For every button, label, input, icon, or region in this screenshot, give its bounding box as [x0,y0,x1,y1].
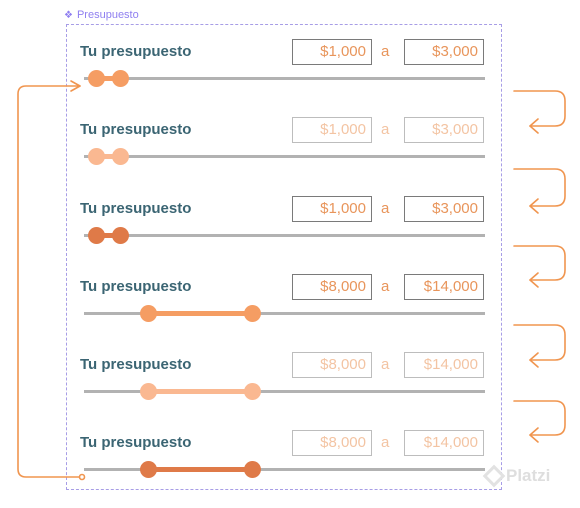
watermark-text: Platzi [506,466,551,485]
budget-range-state-5: Tu presupuesto $8,000 a $14,000 [0,352,580,430]
component-label: ❖ Presupuesto [64,9,139,21]
budget-title: Tu presupuesto [80,121,192,138]
slider-selected-range [96,154,121,159]
min-slider-handle[interactable] [139,383,157,400]
slider-selected-range [96,233,121,238]
slider-track[interactable] [84,155,485,158]
min-price-field[interactable]: $8,000 [292,430,372,456]
range-separator: a [381,356,390,373]
slider-track[interactable] [84,312,485,315]
budget-range-state-4: Tu presupuesto $8,000 a $14,000 [0,274,580,352]
min-price-field[interactable]: $8,000 [292,352,372,378]
component-name: Presupuesto [76,9,139,21]
min-price-field[interactable]: $1,000 [292,196,372,222]
budget-range-state-2: Tu presupuesto $1,000 a $3,000 [0,117,580,195]
flow-arrow-3 [513,245,566,281]
range-separator: a [381,121,390,138]
max-slider-handle[interactable] [243,305,261,322]
min-slider-handle[interactable] [87,148,105,165]
slider-track[interactable] [84,468,485,471]
range-separator: a [381,43,390,60]
range-separator: a [381,434,390,451]
budget-title: Tu presupuesto [80,200,192,217]
platzi-watermark: Platzi [482,464,551,488]
platzi-logo-icon [482,464,506,488]
range-separator: a [381,278,390,295]
slider-track[interactable] [84,234,485,237]
max-price-field[interactable]: $14,000 [404,352,484,378]
budget-title: Tu presupuesto [80,356,192,373]
slider-track[interactable] [84,77,485,80]
slider-selected-range [148,467,253,472]
flow-arrow-2 [513,168,566,207]
flow-arrow-1 [513,90,566,127]
min-slider-handle[interactable] [139,305,157,322]
budget-range-state-3: Tu presupuesto $1,000 a $3,000 [0,196,580,274]
budget-range-state-6: Tu presupuesto $8,000 a $14,000 [0,430,580,508]
component-frame [66,24,502,490]
max-price-field[interactable]: $3,000 [404,39,484,65]
slider-selected-range [148,311,253,316]
max-price-field[interactable]: $3,000 [404,196,484,222]
min-price-field[interactable]: $1,000 [292,39,372,65]
slider-selected-range [96,76,121,81]
max-slider-handle[interactable] [111,227,129,244]
max-price-field[interactable]: $14,000 [404,430,484,456]
budget-title: Tu presupuesto [80,43,192,60]
min-slider-handle[interactable] [87,70,105,87]
budget-range-state-1: Tu presupuesto $1,000 a $3,000 [0,39,580,117]
loop-back-arrow [17,85,85,478]
slider-track[interactable] [84,390,485,393]
max-slider-handle[interactable] [243,461,261,478]
range-separator: a [381,200,390,217]
component-icon: ❖ [64,9,73,21]
max-price-field[interactable]: $14,000 [404,274,484,300]
flow-arrow-5 [513,400,566,436]
max-slider-handle[interactable] [243,383,261,400]
budget-title: Tu presupuesto [80,278,192,295]
max-slider-handle[interactable] [111,148,129,165]
min-slider-handle[interactable] [87,227,105,244]
min-price-field[interactable]: $1,000 [292,117,372,143]
min-price-field[interactable]: $8,000 [292,274,372,300]
flow-arrow-4 [513,324,566,361]
max-price-field[interactable]: $3,000 [404,117,484,143]
budget-title: Tu presupuesto [80,434,192,451]
max-slider-handle[interactable] [111,70,129,87]
min-slider-handle[interactable] [139,461,157,478]
slider-selected-range [148,389,253,394]
